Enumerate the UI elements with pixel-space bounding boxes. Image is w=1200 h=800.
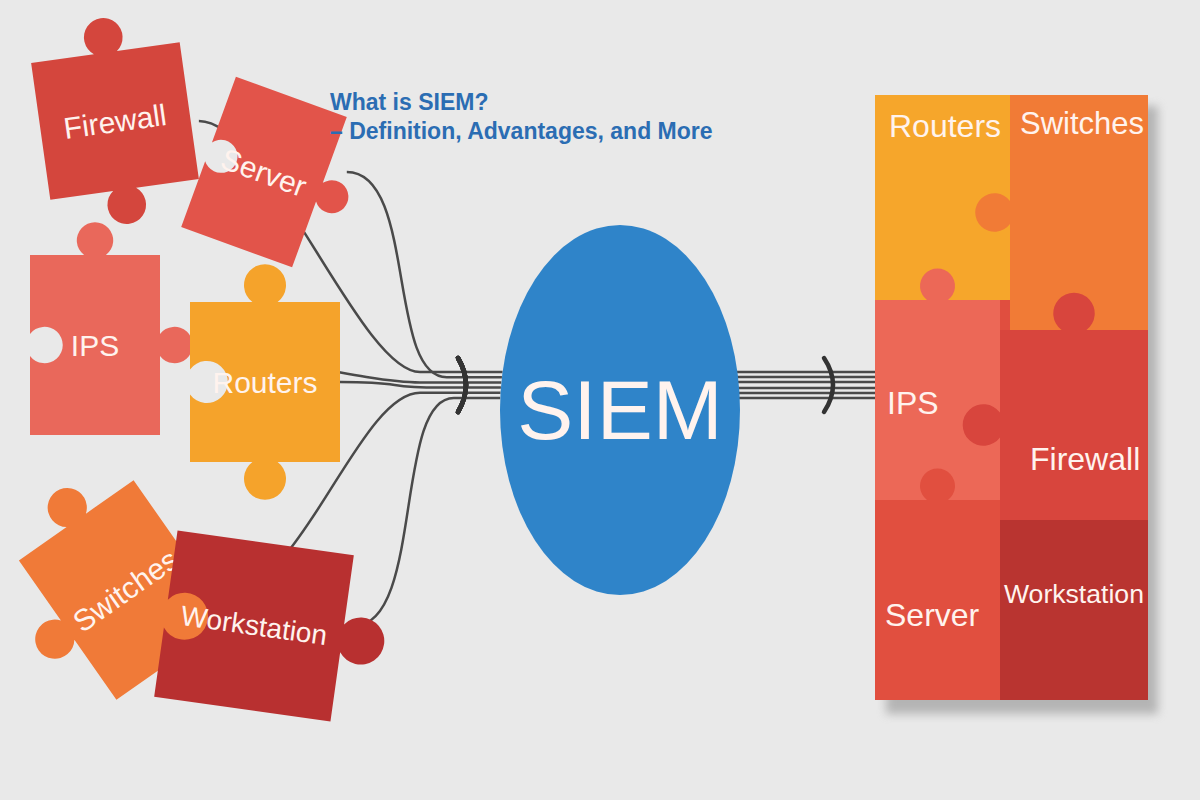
piece-fill xyxy=(875,269,1000,501)
piece-label: Firewall xyxy=(1030,442,1140,477)
puzzle-piece: Workstation xyxy=(154,530,354,721)
arrow-chevron xyxy=(458,358,466,412)
piece-label: IPS xyxy=(887,386,939,421)
puzzle-piece: Server xyxy=(181,77,347,268)
puzzle-piece: Workstation xyxy=(1000,520,1148,700)
output-chevron xyxy=(824,358,833,412)
piece-fill xyxy=(975,95,1148,330)
piece-label: Switches xyxy=(1020,107,1144,141)
arrow-chevron xyxy=(458,358,466,412)
arrow-chevron xyxy=(458,358,466,412)
arrow-chevron xyxy=(458,358,466,412)
puzzle-piece: Routers xyxy=(190,302,340,462)
piece-label: Workstation xyxy=(1004,580,1144,609)
piece-label: Server xyxy=(885,598,979,633)
piece-fill xyxy=(26,8,203,234)
piece-fill xyxy=(190,264,340,500)
arrow-chevron xyxy=(458,358,466,412)
title-heading: What is SIEM? – Definition, Advantages, … xyxy=(330,88,890,146)
connector xyxy=(340,358,501,412)
piece-label: Routers xyxy=(212,366,317,399)
connector-line xyxy=(340,382,501,388)
puzzle-piece: Server xyxy=(875,500,1000,700)
connector xyxy=(354,358,500,626)
piece-fill xyxy=(875,469,1000,701)
panel-ground xyxy=(875,95,1148,700)
puzzle-piece: Firewall xyxy=(1000,330,1148,520)
arrow-chevron xyxy=(458,358,466,412)
connector-line xyxy=(347,172,502,377)
connector xyxy=(199,121,503,412)
connector xyxy=(347,172,502,412)
piece-fill xyxy=(963,293,1148,520)
piece-outline xyxy=(1000,330,1148,520)
piece-label: Routers xyxy=(889,109,1001,144)
piece-label: IPS xyxy=(71,329,119,362)
title-spacer xyxy=(500,88,890,116)
output-bundle xyxy=(720,372,876,398)
connector-line xyxy=(354,398,500,626)
circle-fill xyxy=(500,225,740,595)
siem-circle: SIEM xyxy=(500,225,740,595)
piece-outline xyxy=(1000,520,1148,700)
puzzle-piece: Firewall xyxy=(31,42,199,200)
siem-label: SIEM xyxy=(517,364,722,456)
piece-fill xyxy=(30,222,193,435)
piece-fill xyxy=(181,77,375,278)
piece-fill xyxy=(154,530,396,727)
piece-fill xyxy=(1000,520,1148,700)
puzzle-piece: IPS xyxy=(30,255,160,435)
